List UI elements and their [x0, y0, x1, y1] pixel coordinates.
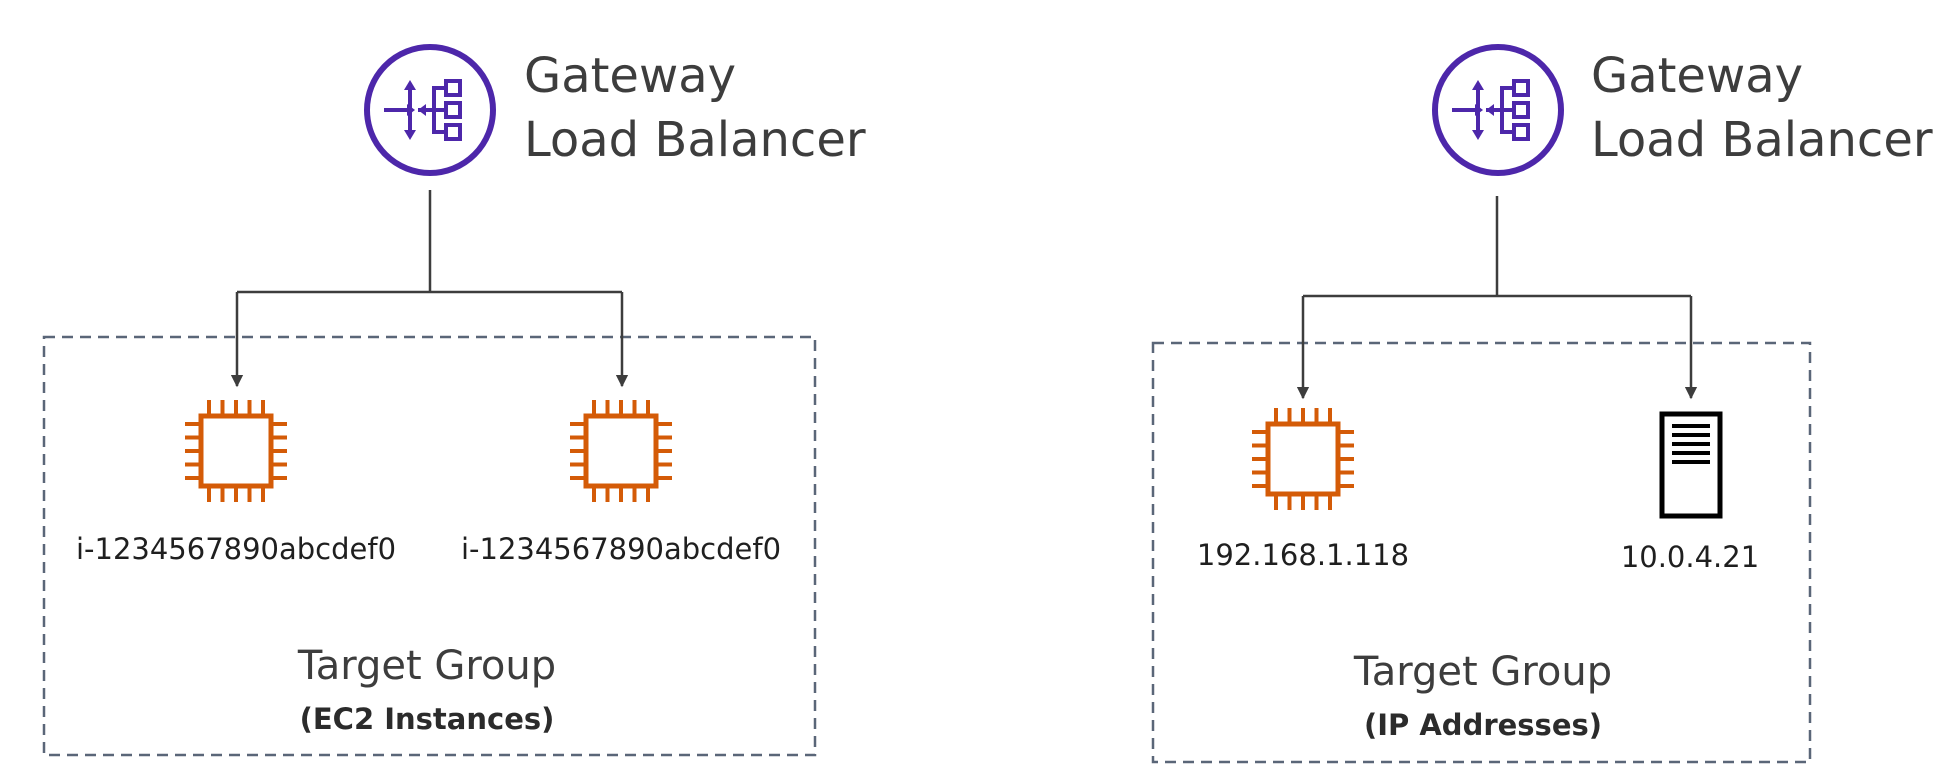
target-label-2: i-1234567890abcdef0: [461, 532, 781, 566]
ec2-instance-icon: [570, 400, 672, 502]
load-balancer-title-line2: Load Balancer: [524, 112, 866, 168]
target-group-title: Target Group: [297, 643, 556, 689]
load-balancer-title-line2: Load Balancer: [1591, 112, 1933, 168]
target-label-1: 192.168.1.118: [1197, 538, 1409, 572]
target-group-box: [42, 335, 817, 757]
gateway-load-balancer-icon: [367, 47, 493, 173]
diagram-ec2-instances: Gateway Load Balancer i-1234567890abcdef…: [42, 47, 866, 757]
target-group-subtitle: (EC2 Instances): [300, 702, 555, 736]
ec2-instance-icon: [1252, 408, 1354, 510]
target-group-subtitle: (IP Addresses): [1364, 708, 1602, 742]
target-label-2: 10.0.4.21: [1621, 540, 1759, 574]
ec2-instance-icon: [185, 400, 287, 502]
target-group-box: [1151, 341, 1812, 764]
load-balancer-title-line1: Gateway: [524, 48, 736, 104]
target-label-1: i-1234567890abcdef0: [76, 532, 396, 566]
diagram-ip-addresses: Gateway Load Balancer 192.168.1.118 10.0…: [1151, 47, 1933, 764]
gateway-load-balancer-icon: [1435, 47, 1561, 173]
load-balancer-title-line1: Gateway: [1591, 48, 1803, 104]
connector-lines: [230, 190, 629, 388]
connector-lines: [1296, 196, 1698, 400]
target-group-title: Target Group: [1353, 649, 1612, 695]
server-icon: [1662, 414, 1720, 516]
